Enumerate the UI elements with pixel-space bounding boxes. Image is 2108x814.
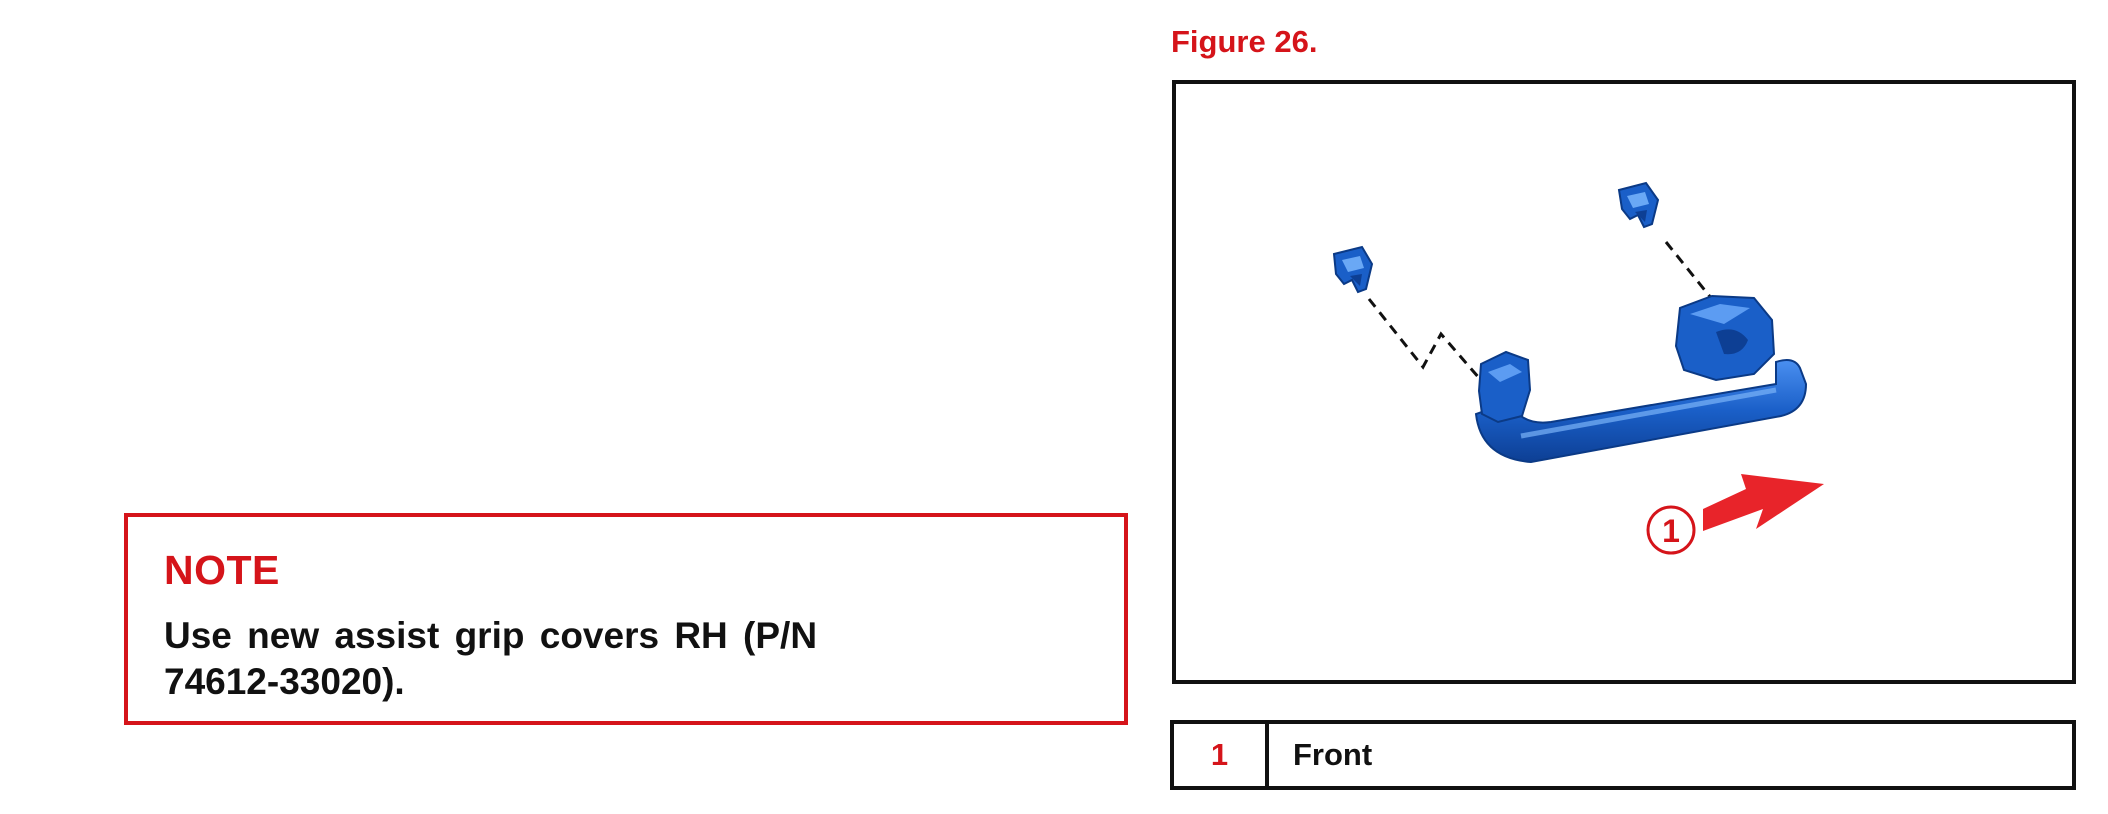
right-clip-icon	[1617, 181, 1660, 229]
legend-table: 1 Front	[1170, 720, 2076, 790]
legend-number: 1	[1174, 724, 1269, 786]
assist-grip-illustration: 1	[1332, 181, 1824, 555]
left-clip-icon	[1332, 245, 1374, 294]
figure-frame: 1	[1172, 80, 2076, 684]
note-text: Use new assist grip covers RH (P/N 74612…	[164, 615, 818, 702]
front-direction-arrow-icon	[1703, 474, 1824, 531]
callout-number: 1	[1662, 513, 1680, 549]
grip-bar-icon	[1474, 294, 1808, 464]
figure-caption: Figure 26.	[1171, 24, 1318, 59]
note-title: NOTE	[164, 547, 280, 593]
leader-lines	[1367, 241, 1734, 387]
note-box: NOTE Use new assist grip covers RH (P/N …	[124, 513, 1128, 725]
callout-circle-icon	[1646, 505, 1696, 555]
legend-label: Front	[1293, 737, 1373, 772]
